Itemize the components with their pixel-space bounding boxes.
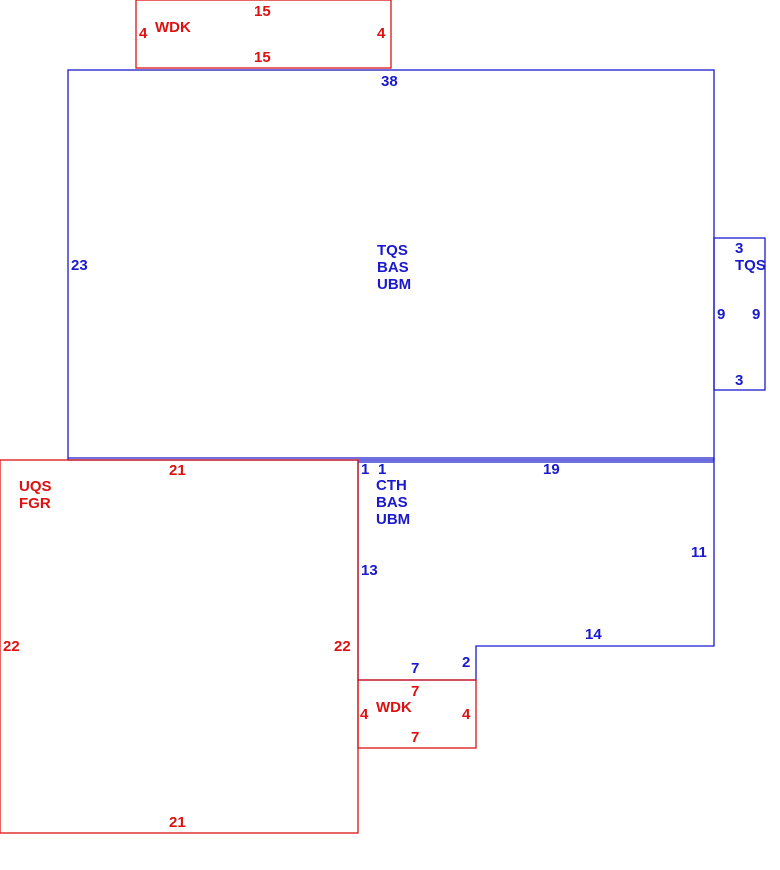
garage-right-dimension: 22 <box>334 638 351 655</box>
wdk-top-top-dimension: 15 <box>254 3 271 20</box>
cth-bottom-dimension: 7 <box>411 660 419 677</box>
tqs-side-left-dimension: 9 <box>717 306 725 323</box>
wdk-top-left-dimension: 4 <box>139 25 148 42</box>
wdk-top-label: WDK <box>155 19 191 36</box>
cth-step-vertical-dimension: 2 <box>462 654 470 671</box>
wdk-bottom-right-dimension: 4 <box>462 706 471 723</box>
garage-left-dimension: 22 <box>3 638 20 655</box>
wdk-top-right-dimension: 4 <box>377 25 386 42</box>
cth-dimension-1a: 1 <box>361 461 369 478</box>
cth-right-dimension: 11 <box>691 544 707 561</box>
tqs-side-right-dimension: 9 <box>752 306 760 323</box>
cth-left-dimension: 13 <box>361 562 378 579</box>
cth-label-2: BAS <box>376 494 408 511</box>
wdk-bottom-label: WDK <box>376 699 412 716</box>
cth-top-dimension: 19 <box>543 461 560 478</box>
wdk-bottom-bottom-dimension: 7 <box>411 729 419 746</box>
main-top-dimension: 38 <box>381 73 398 90</box>
garage-label-2: FGR <box>19 495 51 512</box>
cth-label-3: UBM <box>376 511 410 528</box>
wdk-top-bottom-dimension: 15 <box>254 49 271 66</box>
wdk-top-outline <box>135 0 392 69</box>
garage-label-1: UQS <box>19 478 52 495</box>
main-area-label-3: UBM <box>377 276 411 293</box>
cth-step-dimension: 14 <box>585 626 602 643</box>
garage-top-dimension: 21 <box>169 462 186 479</box>
tqs-side-top-dimension: 3 <box>735 240 743 257</box>
tqs-side-bottom-dimension: 3 <box>735 372 743 389</box>
garage-bottom-dimension: 21 <box>169 814 186 831</box>
main-area-label-1: TQS <box>377 242 408 259</box>
wdk-bottom-outline <box>357 679 477 749</box>
main-area-label-2: BAS <box>377 259 409 276</box>
tqs-side-outline <box>713 237 766 391</box>
cth-dimension-1b: 1 <box>378 461 386 478</box>
garage-outline <box>0 459 359 834</box>
tqs-side-label: TQS <box>735 257 766 274</box>
wdk-bottom-left-dimension: 4 <box>360 706 369 723</box>
main-left-dimension: 23 <box>71 257 88 274</box>
wdk-bottom-top-dimension: 7 <box>411 683 419 700</box>
cth-label-1: CTH <box>376 477 407 494</box>
